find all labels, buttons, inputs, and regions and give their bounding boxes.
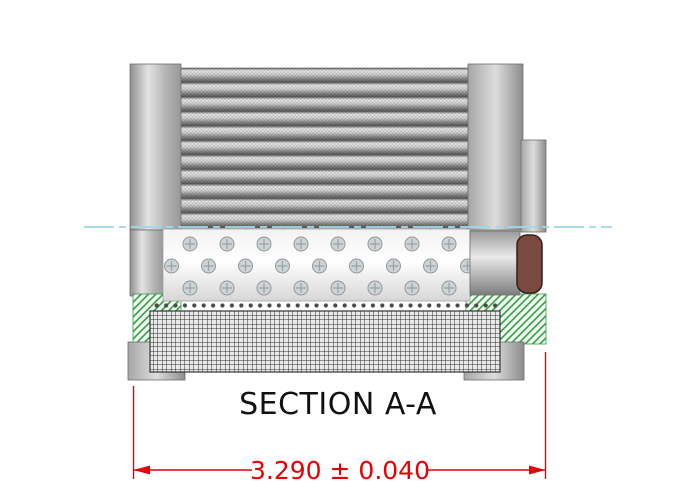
dimension-text: 3.290 ± 0.040 [250,456,430,485]
pleated-filter-media [179,67,469,229]
mesh-wire-ends-row [152,300,498,311]
core-tube-perforations [163,229,470,301]
dimension-lines [132,352,547,479]
right-cap-upper [467,63,524,231]
left-cap-upper [129,63,182,231]
left-cap-wall [129,229,165,297]
dimension-annotation: 3.290 ± 0.040 [132,352,547,485]
perforated-core-tube [162,228,521,302]
section-label: SECTION A-A [239,387,437,422]
o-ring-cross-section [516,234,543,294]
core-tube-end-plug [469,230,521,296]
left-end-cap [127,63,186,381]
pleat-mesh-texture [180,68,468,228]
o-ring-seal [516,234,543,294]
mesh-grid [149,310,501,373]
wire-mesh-screen [149,300,501,373]
right-cap-step [520,139,547,233]
dimension-arrows [133,465,546,475]
